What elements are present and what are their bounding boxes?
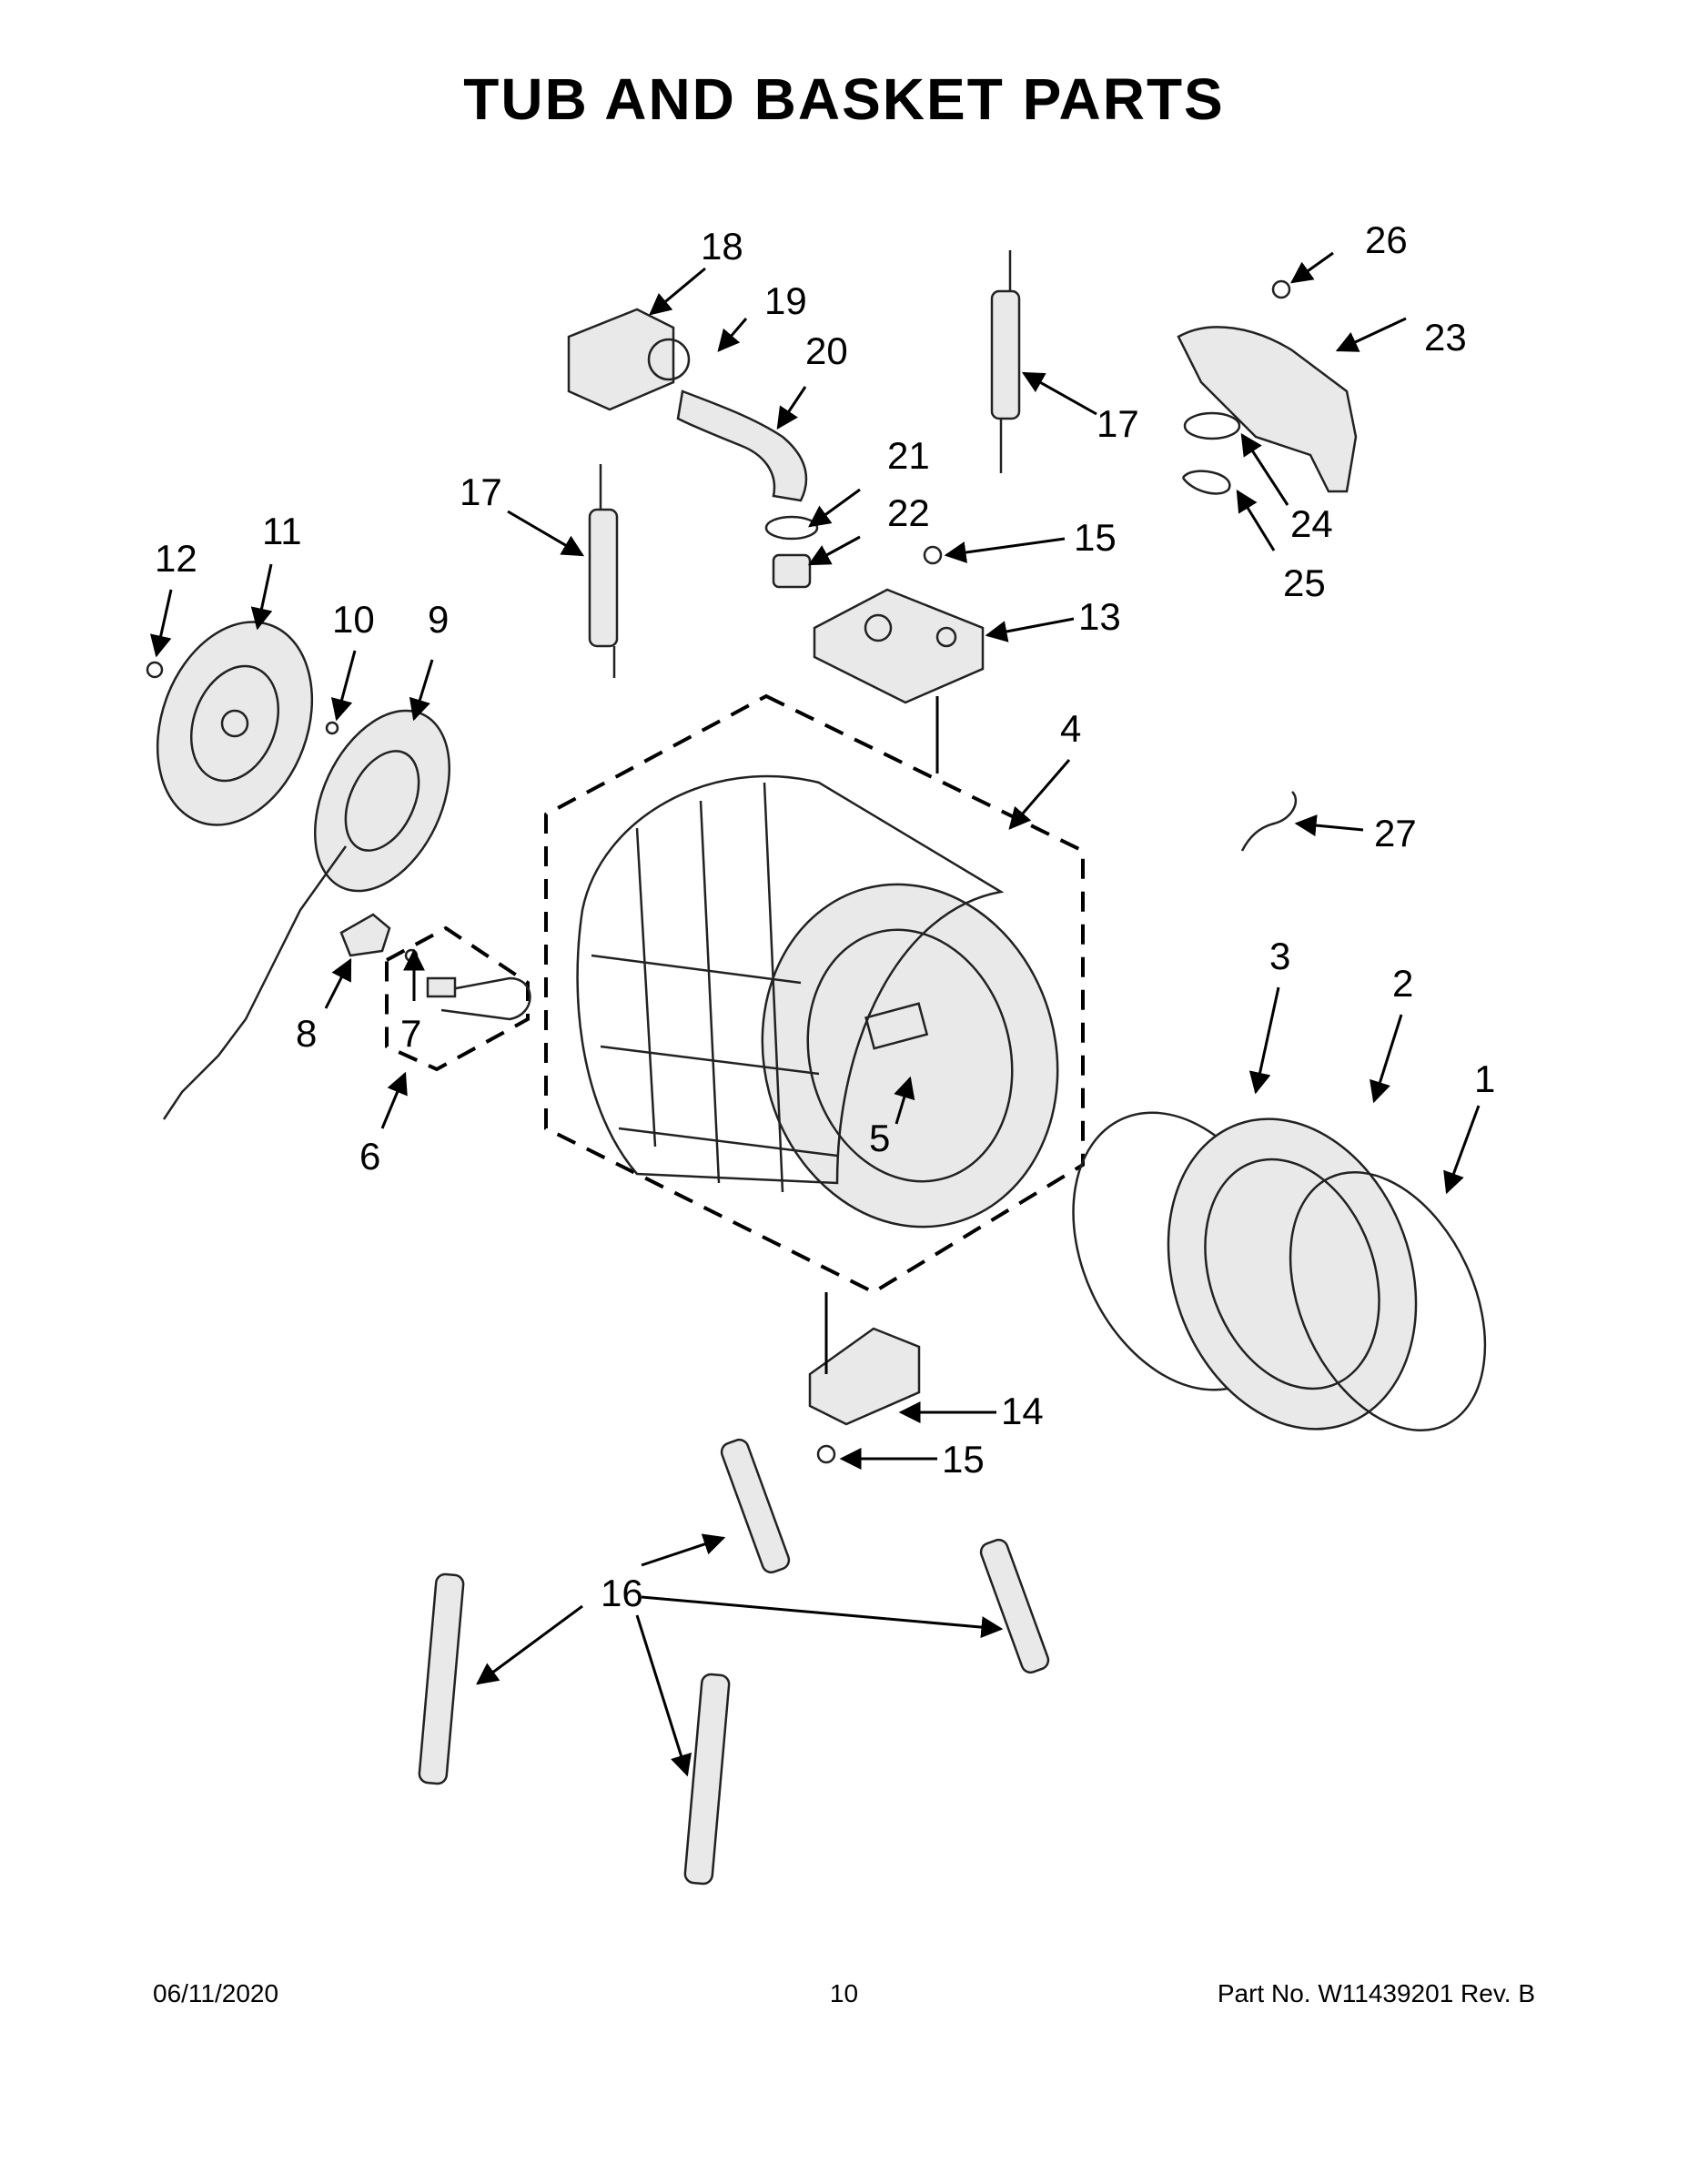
page-title: TUB AND BASKET PARTS bbox=[463, 66, 1225, 132]
wire-harness-part bbox=[1240, 791, 1298, 852]
leader-arrows bbox=[149, 251, 1481, 1777]
callout-20: 20 bbox=[805, 329, 848, 372]
callout-24: 24 bbox=[1290, 502, 1333, 545]
callout-6: 6 bbox=[359, 1135, 380, 1178]
damper-mount-part bbox=[808, 1292, 921, 1426]
callout-12: 12 bbox=[155, 537, 197, 580]
dampers-group bbox=[418, 1438, 1050, 1886]
tub-assembly-group bbox=[544, 693, 1085, 1295]
callout-26: 26 bbox=[1365, 218, 1408, 261]
callout-1: 1 bbox=[1474, 1057, 1495, 1100]
spring-right bbox=[990, 250, 1021, 473]
footer-date: 06/11/2020 bbox=[153, 1979, 279, 2007]
heater-kit-group bbox=[385, 925, 531, 1072]
drain-pump-part bbox=[567, 308, 691, 411]
top-cover-part bbox=[1177, 326, 1358, 495]
heater-dashed-outline bbox=[385, 925, 530, 1072]
callout-4: 4 bbox=[1060, 707, 1081, 750]
callout-15-bottom: 15 bbox=[942, 1438, 985, 1481]
footer-page-number: 10 bbox=[829, 1979, 859, 2007]
callout-7: 7 bbox=[400, 1012, 421, 1055]
stator-part bbox=[162, 709, 451, 1120]
spring-left bbox=[588, 464, 619, 678]
callout-27: 27 bbox=[1374, 812, 1417, 854]
callout-8: 8 bbox=[296, 1012, 317, 1055]
callout-21: 21 bbox=[887, 434, 930, 477]
damper-4 bbox=[683, 1673, 731, 1886]
callout-22: 22 bbox=[887, 491, 930, 534]
hall-sensor-part bbox=[339, 913, 391, 957]
callout-13: 13 bbox=[1078, 595, 1121, 638]
callout-16: 16 bbox=[601, 1572, 643, 1614]
callout-2: 2 bbox=[1392, 962, 1413, 1005]
callout-3: 3 bbox=[1269, 935, 1290, 977]
callout-17-left: 17 bbox=[460, 470, 502, 513]
hose-part bbox=[676, 389, 808, 502]
callout-17-right: 17 bbox=[1097, 402, 1139, 445]
rotor-part bbox=[156, 621, 314, 826]
callout-9: 9 bbox=[428, 598, 449, 641]
callout-11: 11 bbox=[262, 510, 302, 552]
callout-14: 14 bbox=[1001, 1390, 1044, 1432]
callout-23: 23 bbox=[1424, 316, 1467, 359]
callout-10: 10 bbox=[332, 598, 375, 641]
callout-5: 5 bbox=[869, 1117, 890, 1159]
damper-3 bbox=[418, 1572, 465, 1785]
callout-19: 19 bbox=[764, 279, 807, 322]
small-screws bbox=[146, 279, 1291, 1464]
clamp-and-nozzle-parts bbox=[764, 515, 819, 589]
callout-15-top: 15 bbox=[1074, 516, 1117, 559]
counterweight-part bbox=[813, 588, 985, 774]
footer-part-number: Part No. W11439201 Rev. B bbox=[1217, 1979, 1535, 2007]
damper-2 bbox=[979, 1538, 1050, 1674]
damper-1 bbox=[720, 1438, 791, 1574]
tub-dashed-outline bbox=[544, 693, 1085, 1295]
callout-labels: 1 2 3 4 5 6 7 8 9 10 11 12 13 14 15 15 1… bbox=[155, 218, 1495, 1614]
callout-25: 25 bbox=[1283, 561, 1326, 604]
callout-18: 18 bbox=[701, 225, 743, 268]
tub-drawing bbox=[576, 774, 1059, 1228]
front-bellows-parts bbox=[1072, 1111, 1487, 1432]
